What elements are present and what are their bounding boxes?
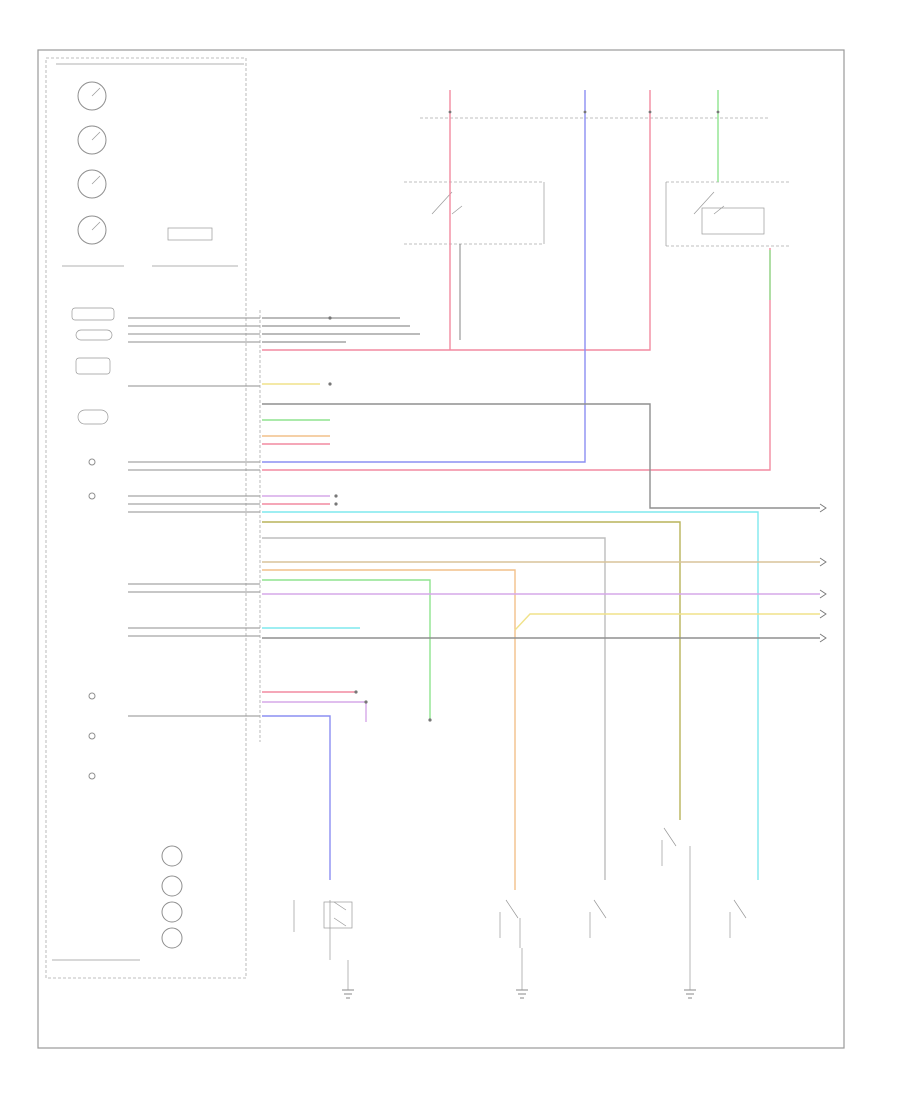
switch-contact xyxy=(499,899,521,948)
gauge-needle xyxy=(91,87,101,97)
wire-violet-2 xyxy=(262,701,367,722)
gauge-needle xyxy=(91,221,101,231)
wire-yellow xyxy=(514,613,820,631)
switch-contact xyxy=(661,827,691,980)
ground-icon xyxy=(342,989,354,999)
cluster-module xyxy=(167,227,213,241)
switch-contact xyxy=(589,899,607,938)
gauge-needle xyxy=(91,131,101,141)
fuel-sender-block xyxy=(323,901,353,929)
ground-icon xyxy=(684,989,696,999)
wire-blue xyxy=(262,90,586,463)
indicator-icon xyxy=(88,458,96,466)
wire-cyan xyxy=(262,511,759,880)
ground-symbols xyxy=(342,989,696,999)
ignition-switch-contact xyxy=(693,191,725,215)
gauge-group xyxy=(77,81,107,245)
harness-wires xyxy=(262,90,820,890)
indicator-icon xyxy=(88,692,96,700)
instrument-cluster-outline xyxy=(45,57,247,979)
fuel-gauge-sender-icon xyxy=(293,900,347,960)
switch-contact xyxy=(729,899,747,938)
wire-pink xyxy=(262,90,651,351)
wire-orange xyxy=(262,569,516,890)
indicator-icon xyxy=(75,329,113,341)
module-wire-stubs xyxy=(262,244,461,343)
indicator-icon xyxy=(71,307,115,321)
wire-gray xyxy=(262,403,820,509)
gauge-needle xyxy=(91,175,101,185)
lamp-icon xyxy=(161,845,183,867)
splice-dots xyxy=(328,110,720,722)
cluster-connector-stubs xyxy=(128,317,260,717)
wire-green xyxy=(262,579,431,720)
lamp-icon xyxy=(161,901,183,923)
lamp-icon xyxy=(161,875,183,897)
ignition-switch-contact xyxy=(431,191,463,215)
wire-pink-right xyxy=(262,248,771,471)
wire-continuation-arrows xyxy=(819,503,827,643)
wire-olive xyxy=(262,521,681,820)
indicator-icon xyxy=(88,492,96,500)
indicator-icon xyxy=(88,732,96,740)
wire-gray-thin xyxy=(262,537,606,880)
lamp-icon xyxy=(161,927,183,949)
indicator-icon xyxy=(75,357,111,375)
wire-blue-2 xyxy=(262,715,331,880)
indicator-icon xyxy=(77,409,109,425)
ground-icon xyxy=(516,989,528,999)
illumination-lamps xyxy=(161,845,183,949)
relay-block xyxy=(701,207,765,235)
diagram-frame xyxy=(37,49,845,1049)
indicator-symbols xyxy=(71,307,115,780)
bottom-switches xyxy=(293,827,747,980)
indicator-icon xyxy=(88,772,96,780)
